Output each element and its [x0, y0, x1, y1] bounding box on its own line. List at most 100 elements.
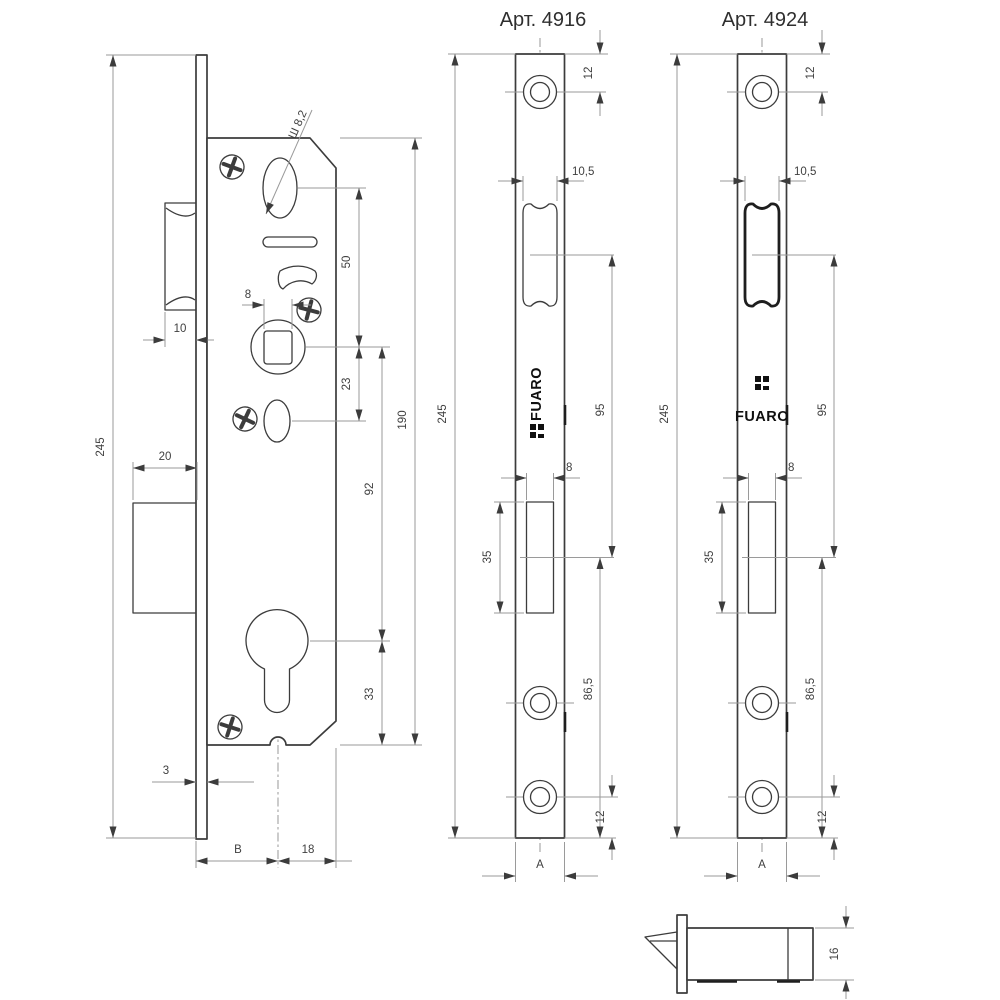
fuaro-logo-mark-icon — [755, 376, 769, 390]
screw-icon — [232, 406, 258, 432]
dim-label: 3 — [163, 765, 169, 777]
dim-label: 18 — [302, 844, 315, 856]
spindle-square-hole — [263, 330, 293, 365]
dim-label: 12 — [817, 811, 829, 824]
dim-label: 23 — [341, 378, 353, 391]
dim-bolt-axis-to-bottom: 86,5 — [520, 557, 616, 839]
dim-label: A — [758, 859, 766, 871]
mounting-slot — [262, 236, 318, 248]
latch-spindle-oval-hole — [262, 157, 298, 219]
dim-label: 35 — [704, 551, 716, 564]
dim-plate-width: A — [482, 842, 598, 882]
dim-follower-to-cylinder: 92 — [310, 347, 390, 642]
dim-label: 12 — [583, 67, 595, 80]
dim-label: 33 — [364, 688, 376, 701]
dim-label: 8 — [566, 462, 572, 474]
dim-bolt-cutout-height: 35 — [704, 501, 746, 614]
dim-backset: B 18 — [195, 748, 352, 868]
faceplate-4916-view: Арт. 4916 12 — [437, 9, 618, 882]
dim-latch-to-bolt-axis: 95 — [530, 254, 616, 558]
latch-roller-cutout — [743, 202, 781, 308]
latch-roller-cutout — [522, 203, 558, 307]
latch-bolt — [164, 202, 196, 311]
curved-slot — [277, 265, 318, 290]
screw-hole-icon — [506, 685, 574, 721]
dim-label: 10,5 — [794, 166, 816, 178]
screw-icon — [217, 714, 243, 740]
dim-label: 95 — [595, 404, 607, 417]
dim-label: 245 — [659, 404, 671, 423]
dim-label: A — [536, 859, 544, 871]
dim-latch-to-follower: 50 — [298, 187, 390, 348]
dim-faceplate-height: 245 — [95, 54, 196, 839]
dim-label: 92 — [364, 483, 376, 496]
faceplate-4924-view: Арт. 4924 12 10,5 — [659, 9, 840, 882]
screw-icon — [219, 154, 245, 180]
case-side-outline — [686, 927, 814, 981]
lock-body-view: 245 Ш 8,2 50 23 92 33 — [95, 54, 422, 868]
fuaro-logo-text: FUARO — [735, 409, 789, 425]
dim-follower-to-oval: 23 — [292, 347, 366, 422]
dim-plate-height: 245 — [437, 53, 516, 839]
faceplate-4924-outline — [736, 53, 788, 839]
faceplate-4916-outline — [514, 53, 566, 839]
faceplate-edge — [676, 914, 688, 994]
dim-deadbolt-protrusion: 20 — [132, 451, 198, 500]
follower-hole — [250, 319, 306, 375]
dim-bolt-axis-to-bottom: 86,5 — [742, 557, 838, 839]
deadbolt — [132, 502, 196, 614]
dim-follower-square: 8 — [242, 289, 311, 329]
dim-case-height: 190 — [340, 137, 422, 746]
dim-label: Ш 8,2 — [287, 109, 310, 141]
screw-hole-icon — [727, 74, 828, 110]
dim-bolt-cutout-width: 8 — [723, 462, 802, 500]
dim-label: 245 — [95, 437, 107, 456]
dim-label: 35 — [482, 551, 494, 564]
dim-latch-to-bolt-axis: 95 — [752, 254, 838, 558]
latch-bolt-bevel — [165, 207, 196, 217]
dim-faceplate-thickness: 3 — [152, 765, 254, 786]
dim-label: 86,5 — [583, 678, 595, 700]
dim-bottom-screw-offset: 12 — [595, 775, 616, 860]
dim-latch-protrusion: 10 — [143, 312, 214, 347]
dim-label: 12 — [595, 811, 607, 824]
fuaro-logo: FUARO — [529, 367, 545, 438]
lock-case-outline — [206, 137, 337, 746]
dim-label: 50 — [341, 256, 353, 269]
plate-4924-title: Арт. 4924 — [722, 9, 809, 31]
fuaro-logo-mark-icon — [530, 424, 544, 438]
dim-label: 16 — [829, 948, 841, 961]
dim-label: 95 — [817, 404, 829, 417]
dim-latch-cutout-width: 10,5 — [498, 166, 594, 201]
oval-hole — [263, 399, 291, 443]
fuaro-logo-text: FUARO — [529, 367, 545, 421]
faceplate-strip — [195, 54, 208, 840]
dim-label: 86,5 — [805, 678, 817, 700]
dim-cylinder-to-bottom: 33 — [364, 641, 386, 745]
dim-plate-width: A — [704, 842, 820, 882]
dim-top-screw-offset: 12 — [786, 30, 830, 116]
dim-label: B — [234, 844, 242, 856]
plate-4916-title: Арт. 4916 — [500, 9, 587, 31]
dim-label: 20 — [159, 451, 172, 463]
screw-hole-icon — [728, 685, 796, 721]
dim-label: 8 — [245, 289, 251, 301]
dim-bottom-screw-offset: 12 — [817, 775, 838, 860]
dim-plate-height: 245 — [659, 53, 738, 839]
dim-label: 190 — [397, 410, 409, 429]
dim-label: 10,5 — [572, 166, 594, 178]
latch-bolt-bevel — [165, 296, 196, 306]
dim-case-thickness: 16 — [815, 906, 854, 999]
euro-cylinder-hole — [245, 609, 309, 714]
screw-hole-icon — [505, 74, 606, 110]
dim-bolt-cutout-width: 8 — [501, 462, 580, 500]
dim-label: 8 — [788, 462, 794, 474]
dim-label: 12 — [805, 67, 817, 80]
dim-bolt-cutout-height: 35 — [482, 501, 524, 614]
fuaro-logo: FUARO — [735, 376, 789, 425]
dim-top-screw-offset: 12 — [564, 30, 608, 116]
latch-side-view: 16 — [644, 906, 854, 999]
dim-latch-cutout-width: 10,5 — [720, 166, 816, 201]
